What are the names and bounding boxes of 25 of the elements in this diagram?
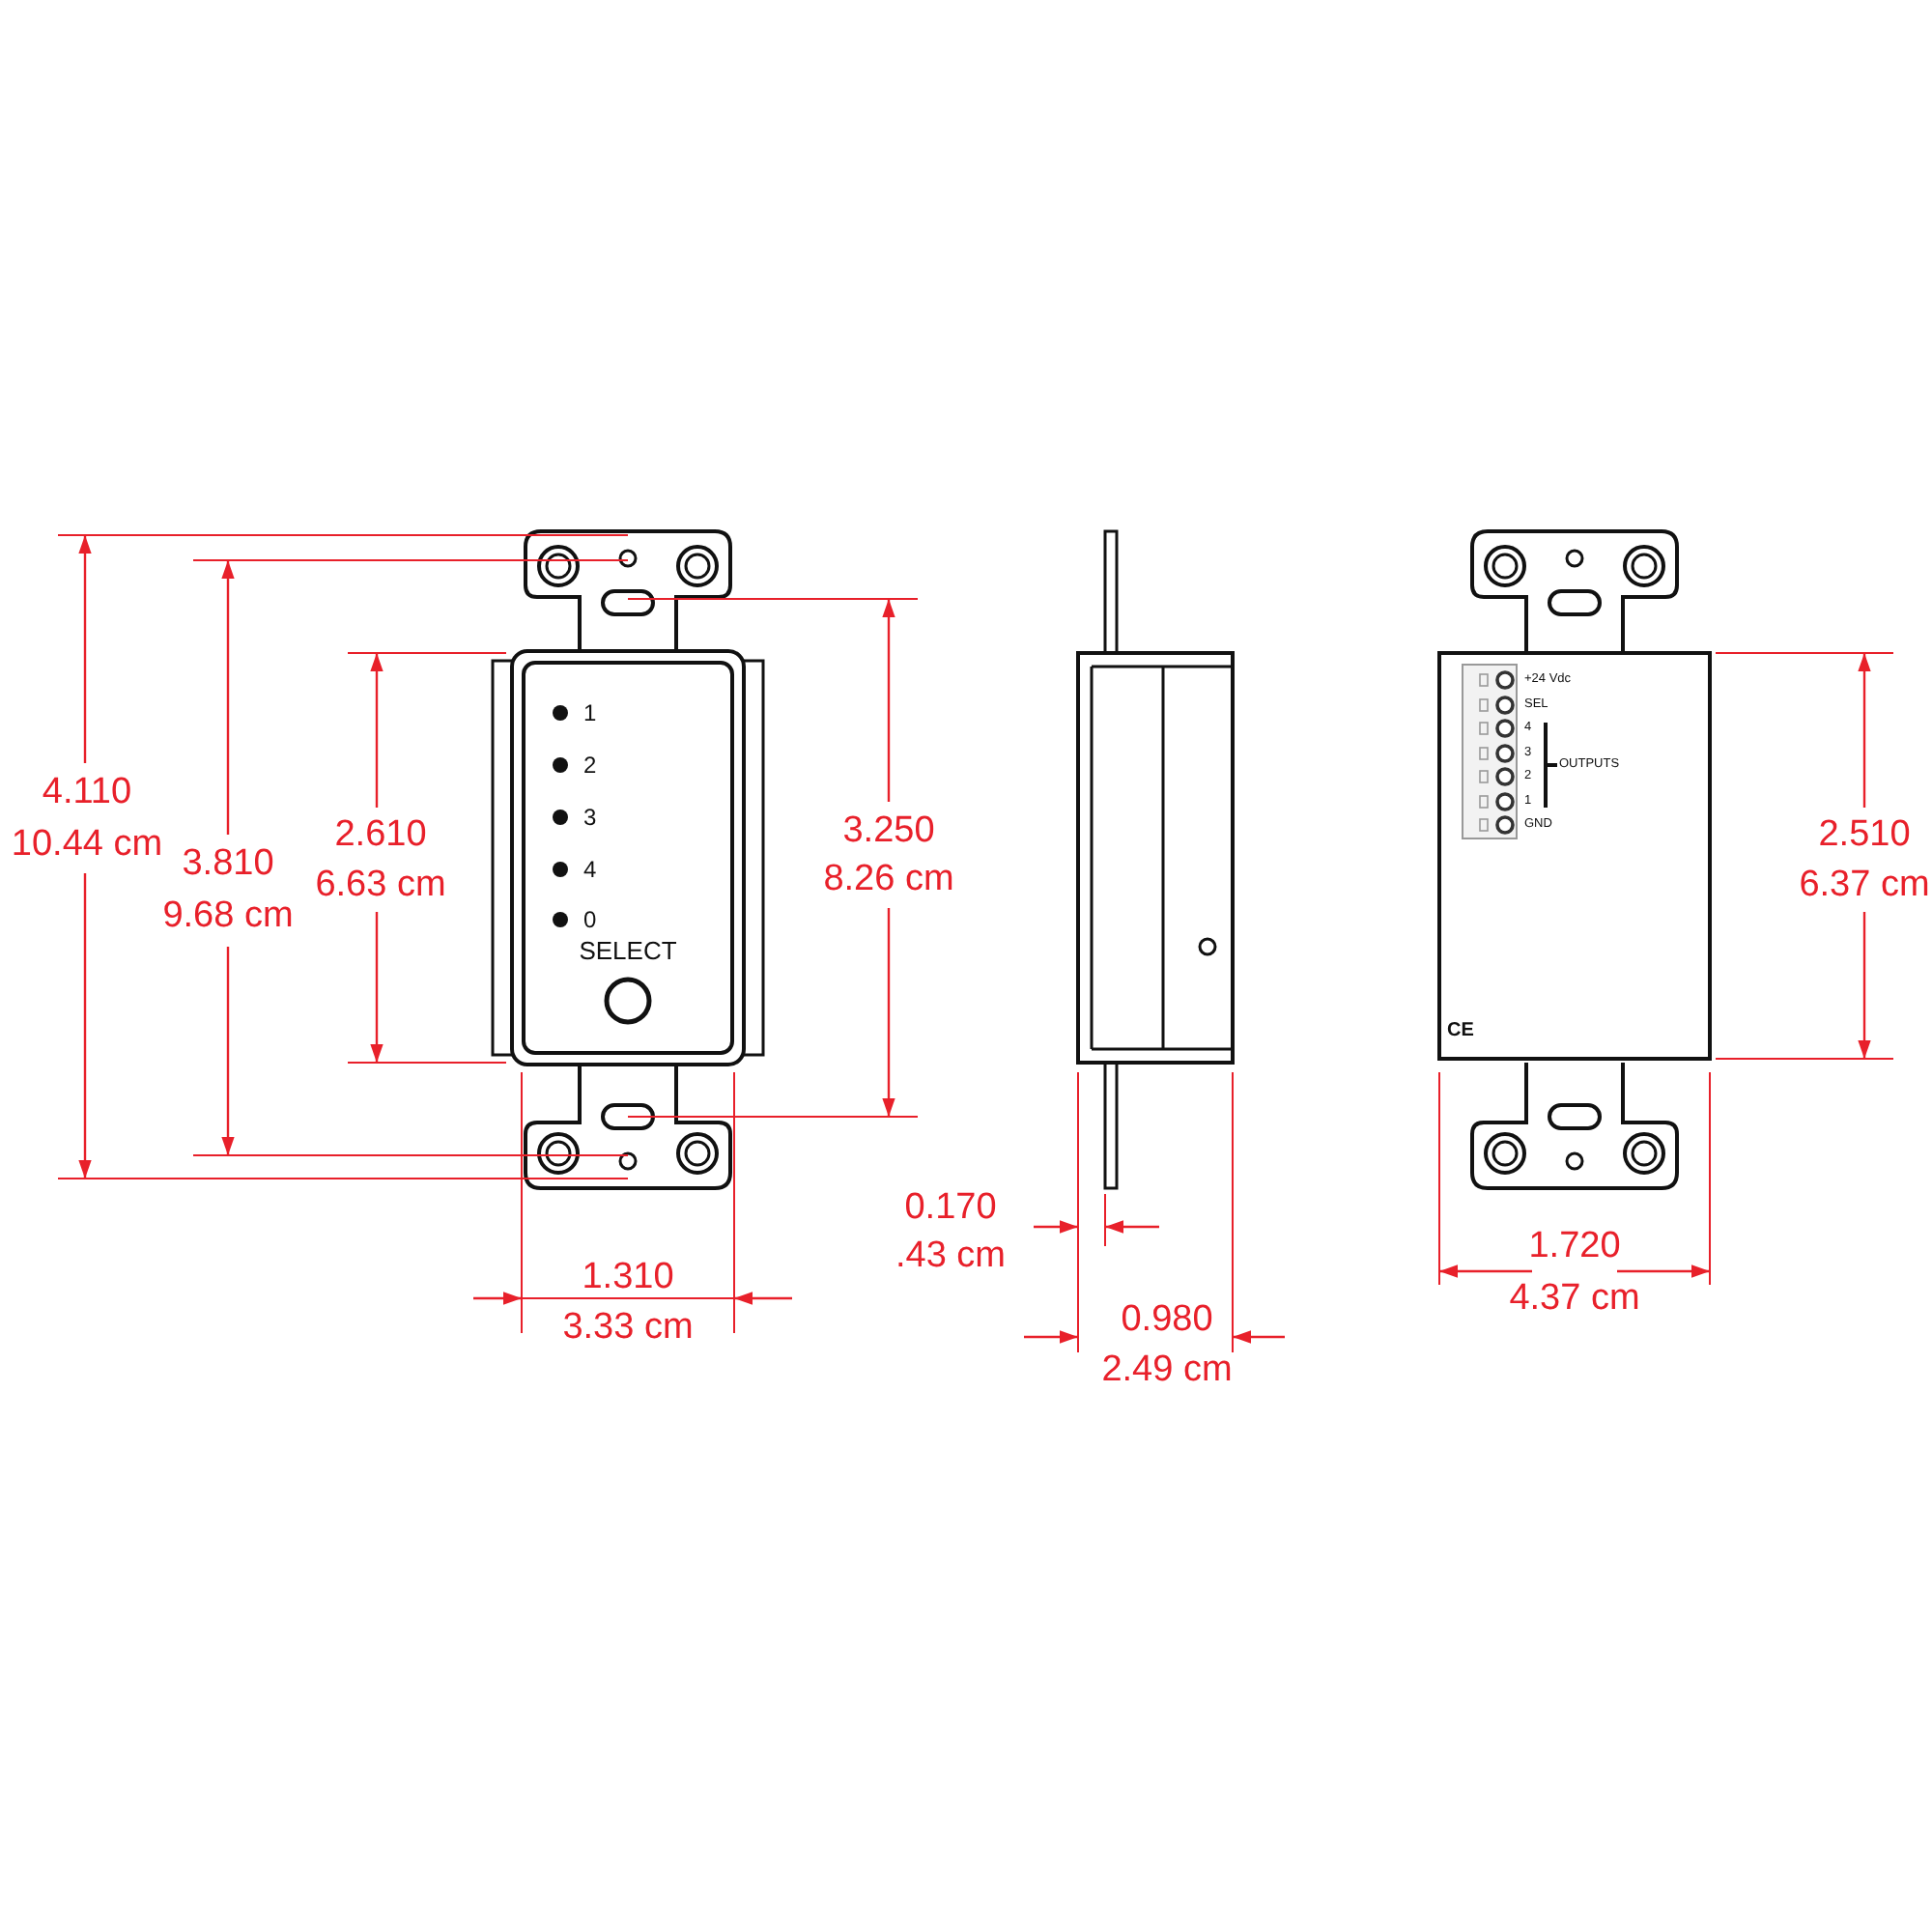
dimension-label: 8.26 cm	[823, 861, 954, 897]
dimension-label: 1.720	[1528, 1228, 1621, 1264]
button-label: SELECT	[579, 938, 677, 963]
ce-mark: CE	[1447, 1022, 1474, 1041]
led-label: 4	[583, 858, 597, 881]
dimension-label: 3.33 cm	[562, 1309, 694, 1346]
dimension-label: 9.68 cm	[162, 897, 294, 934]
dimension-label: 4.37 cm	[1509, 1280, 1640, 1317]
dimension-label: .43 cm	[895, 1237, 1007, 1274]
dimension-label: 2.610	[334, 816, 427, 853]
dimension-label: 6.63 cm	[315, 867, 446, 903]
led-label: 3	[583, 806, 597, 829]
led-label: 0	[583, 908, 597, 931]
dimension-label: 1.310	[582, 1259, 674, 1295]
dimension-label: 3.250	[842, 812, 935, 849]
dimension-label: 0.170	[904, 1189, 997, 1226]
dimension-label: 6.37 cm	[1799, 867, 1930, 903]
dimension-label: 2.510	[1818, 816, 1911, 853]
dimension-label: 10.44 cm	[11, 826, 163, 863]
dimension-label: 3.810	[182, 845, 274, 882]
led-label: 1	[583, 701, 597, 724]
dimension-label: 0.980	[1121, 1301, 1213, 1338]
dimension-label: 2.49 cm	[1101, 1351, 1233, 1388]
dimension-label: 4.110	[42, 774, 132, 810]
led-label: 2	[583, 753, 597, 777]
